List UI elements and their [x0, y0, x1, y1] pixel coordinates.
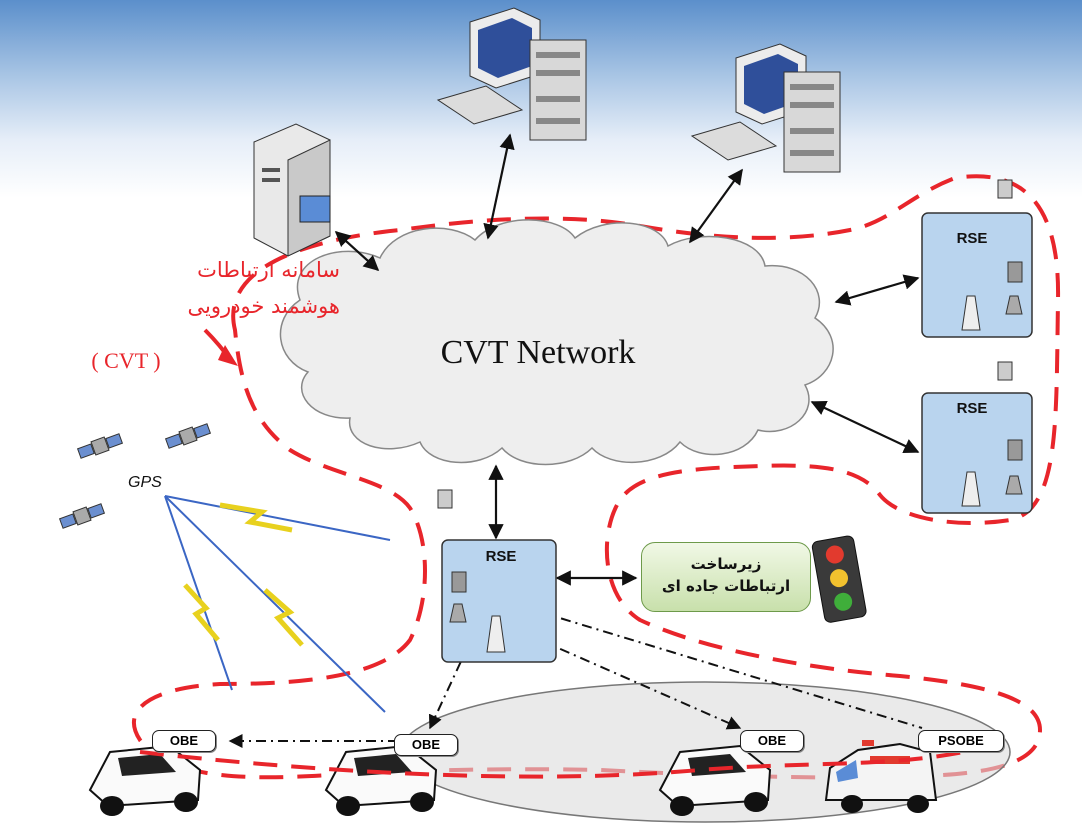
car-icon [324, 744, 438, 816]
rse-label-top: RSE [956, 230, 988, 247]
rse-label-middle: RSE [956, 400, 988, 417]
network-title: CVT Network [440, 334, 636, 371]
system-pointer-arrowhead [218, 345, 238, 366]
obe-tag-3: OBE [740, 730, 804, 752]
cvt-boundary [132, 174, 1061, 780]
server-icon [253, 123, 331, 257]
road-infrastructure-box: زیرساخت ارتباطات جاده ای [641, 542, 811, 612]
workstation-icon [436, 7, 587, 141]
gps-label: GPS [128, 474, 162, 491]
gps-signals [164, 495, 391, 713]
workstation-icon [690, 43, 841, 173]
obe-tag-1: OBE [152, 730, 216, 752]
rse-label-center: RSE [485, 548, 517, 565]
system-label-line2: هوشمند خودرویی [187, 294, 340, 318]
system-label-line3: ( CVT ) [91, 348, 161, 373]
satellite-icon [58, 503, 106, 529]
rse-unit-center [437, 489, 557, 663]
traffic-light-icon [811, 535, 867, 623]
system-label-line1: سامانه ارتباطات [197, 258, 340, 282]
satellite-icon [164, 423, 212, 449]
rse-unit-top [921, 179, 1033, 338]
psobe-tag: PSOBE [918, 730, 1004, 752]
infrastructure-line2: ارتباطات جاده ای [661, 577, 791, 595]
car-icon [658, 744, 772, 816]
obe-tag-2: OBE [394, 734, 458, 756]
rse-unit-middle [921, 361, 1033, 514]
lane-marking [139, 738, 1011, 779]
infrastructure-line1: زیرساخت [690, 555, 762, 573]
network-links [334, 133, 920, 586]
car-icon [88, 744, 202, 816]
satellite-icon [76, 433, 124, 459]
